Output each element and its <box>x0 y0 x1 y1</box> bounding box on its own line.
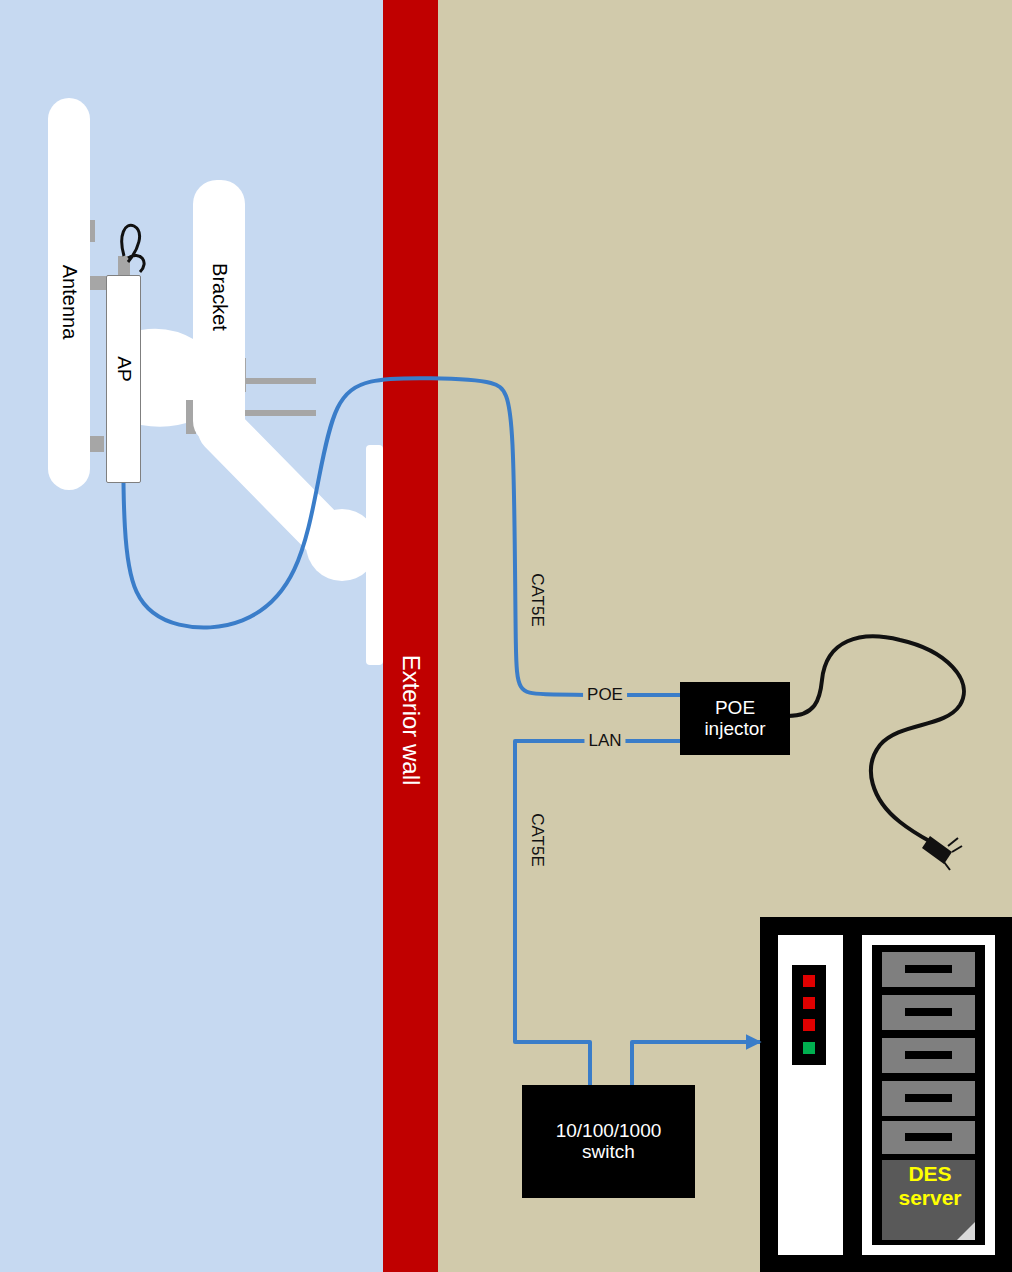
node-label: Exterior wall <box>397 655 425 786</box>
exterior-wall: Exterior wall <box>383 0 438 1272</box>
drawer <box>882 952 975 987</box>
node-label: 10/100/1000 switch <box>529 1120 689 1164</box>
drawer-slot <box>905 965 952 973</box>
led <box>803 1042 815 1054</box>
drawer-slot <box>905 1094 952 1102</box>
bolt <box>236 410 316 416</box>
node-label: POE injector <box>685 697 785 741</box>
indoor-ground <box>438 0 1012 1272</box>
bolt <box>236 378 316 384</box>
led-strip <box>792 965 826 1065</box>
server-face <box>882 1160 975 1240</box>
plug-prongs <box>944 838 962 870</box>
power-cord <box>788 636 964 846</box>
node-label: DES server <box>886 1162 974 1210</box>
cable-label: CAT5E <box>527 813 547 867</box>
drawer <box>882 1038 975 1073</box>
poe-injector: POE injector <box>680 682 790 755</box>
drawer <box>882 1081 975 1116</box>
drawers <box>882 952 975 1154</box>
network-switch: 10/100/1000 switch <box>522 1085 695 1198</box>
port-label: POE <box>583 685 627 705</box>
cat5e-cable <box>515 741 680 1085</box>
connector <box>90 276 106 290</box>
drawer-slot <box>905 1051 952 1059</box>
rack-bay <box>872 945 985 1245</box>
drawer-slot <box>905 1133 952 1141</box>
des-server: DES server <box>760 917 1012 1272</box>
led <box>803 1019 815 1031</box>
cat5e-cable <box>632 1042 760 1085</box>
node-label: Antenna <box>58 265 81 340</box>
mount-bracket: Bracket <box>193 180 245 445</box>
node-label: AP <box>113 356 135 381</box>
power-plug <box>922 836 952 864</box>
pigtail-cable <box>122 225 144 272</box>
outdoor-ground <box>0 0 383 1272</box>
connector <box>118 256 130 276</box>
cable-label: CAT5E <box>527 573 547 627</box>
drawer-slot <box>905 1008 952 1016</box>
wall-band <box>383 0 438 1272</box>
node-label: Bracket <box>208 263 231 331</box>
wall-plate <box>366 445 383 665</box>
led <box>803 975 815 987</box>
drawer <box>882 1121 975 1154</box>
rack-panel <box>778 935 843 1255</box>
access-point: AP <box>106 275 141 483</box>
led <box>803 997 815 1009</box>
connector <box>88 436 104 452</box>
port-label: LAN <box>584 731 625 751</box>
rack-panel <box>862 935 995 1255</box>
server-rack <box>760 917 1012 1272</box>
server-corner <box>957 1222 975 1240</box>
drawer <box>882 995 975 1030</box>
antenna-panel: Antenna <box>48 98 90 490</box>
